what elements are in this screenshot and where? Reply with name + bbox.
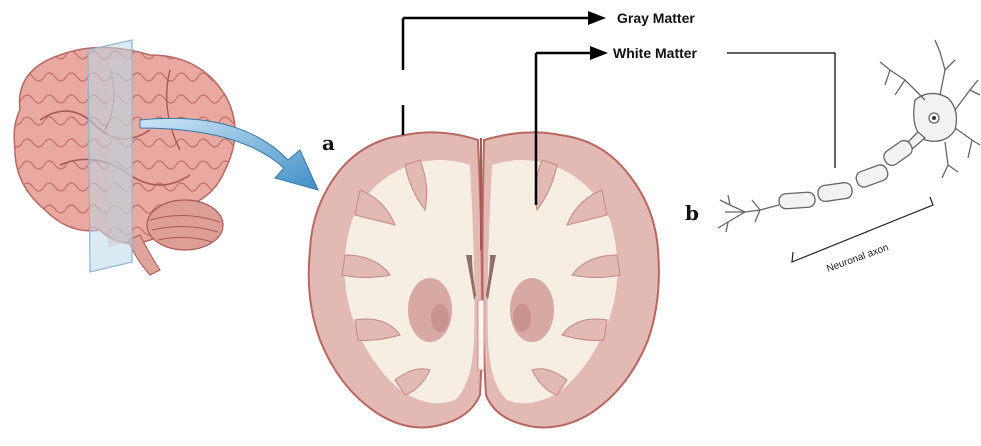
panel-b-label: b — [685, 201, 699, 225]
neuronal-axon-label: Neuronal axon — [825, 242, 890, 275]
panel-a-label: a — [322, 131, 335, 155]
gray-matter-arrowhead — [588, 11, 606, 25]
white-matter-to-axon-line — [727, 53, 835, 168]
coronal-section-icon — [309, 132, 659, 427]
white-matter-label: White Matter — [613, 45, 698, 61]
neuron-icon — [718, 40, 980, 232]
white-matter-arrowhead — [590, 46, 608, 60]
brain-3d-icon — [14, 40, 235, 275]
gray-matter-pointer — [403, 18, 590, 135]
gray-matter-label: Gray Matter — [617, 10, 695, 26]
